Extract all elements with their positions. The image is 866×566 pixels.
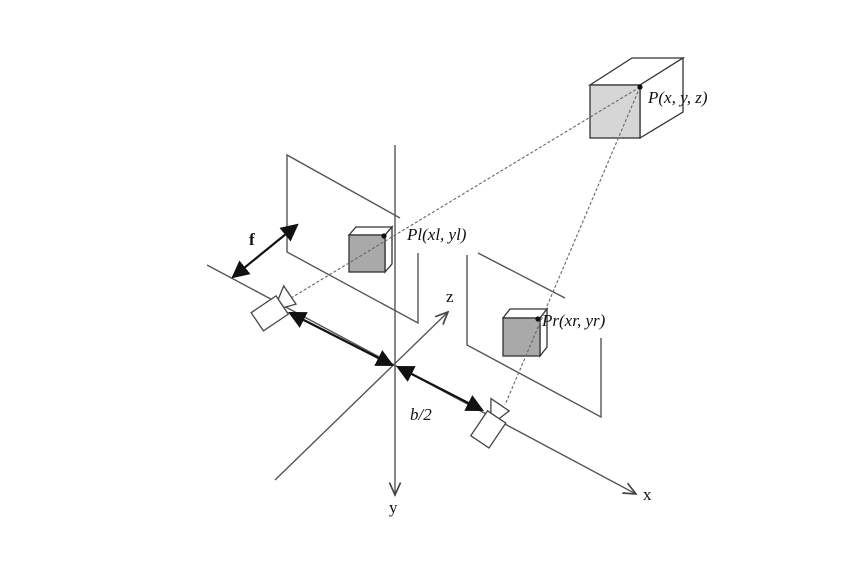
right-image-plane-frame — [466, 255, 602, 419]
left-camera-icon — [250, 284, 298, 332]
left-projected-cube — [347, 225, 394, 274]
label-y-axis: y — [389, 498, 398, 517]
baseline-left-arrow — [288, 312, 394, 366]
label-point-left: Pl(xl, yl) — [406, 225, 467, 244]
label-x-axis: x — [643, 485, 652, 504]
z-axis — [274, 312, 448, 481]
right-projected-cube — [501, 307, 549, 358]
label-z-axis: z — [446, 287, 454, 306]
ray-left — [290, 86, 641, 299]
label-point-3d: P(x, y, z) — [647, 88, 708, 107]
label-point-right: Pr(xr, yr) — [541, 311, 606, 330]
point-3d-dot — [637, 84, 643, 90]
baseline-right-arrow — [396, 365, 484, 412]
label-focal-length: f — [249, 230, 255, 249]
focal-length-arrow — [231, 223, 299, 279]
point-right-dot — [535, 316, 541, 322]
ray-right — [504, 86, 641, 406]
right-image-plane — [477, 252, 566, 299]
point-left-dot — [381, 233, 387, 239]
object-cube — [587, 56, 686, 140]
label-half-baseline: b/2 — [410, 405, 432, 424]
right-camera-icon — [469, 397, 511, 449]
